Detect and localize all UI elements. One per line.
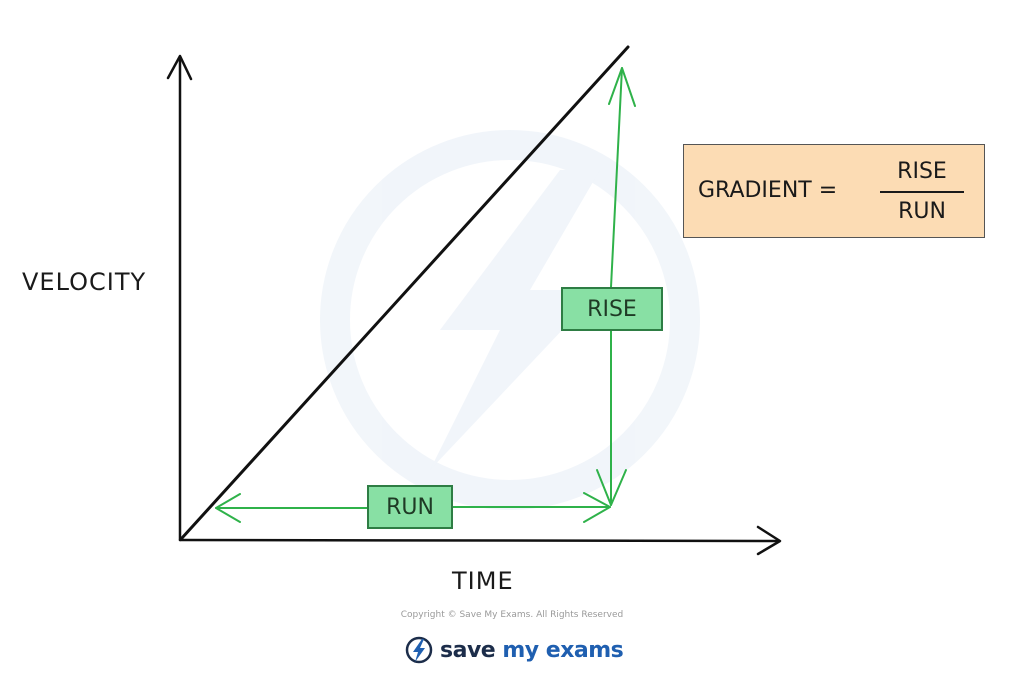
run-arrowhead-right-icon [583, 492, 611, 523]
x-axis [178, 538, 780, 543]
logo-text: save my exams [440, 637, 624, 663]
x-axis-label: TIME [452, 567, 514, 595]
run-arrowhead-left-icon [215, 493, 241, 523]
axes [166, 54, 782, 556]
y-axis-arrow-icon [166, 54, 193, 81]
y-axis-label: VELOCITY [22, 268, 147, 296]
rise-arrowhead-top-icon [608, 67, 636, 107]
run-label: RUN [386, 494, 434, 520]
formula-fraction: RISE RUN [880, 157, 964, 227]
logo-text-myexams: my exams [502, 637, 624, 663]
formula-lhs: GRADIENT = [698, 178, 838, 203]
copyright-notice: Copyright © Save My Exams. All Rights Re… [400, 610, 624, 620]
rise-arrow [596, 67, 636, 506]
x-axis-arrow-icon [756, 525, 782, 556]
rise-label-box: RISE [561, 287, 663, 331]
logo-text-save: save [440, 637, 503, 663]
run-label-box: RUN [367, 485, 453, 529]
save-my-exams-logo[interactable]: save my exams [404, 632, 624, 668]
gradient-formula-box: GRADIENT = RISE RUN [683, 144, 985, 238]
formula-numerator: RISE [897, 159, 947, 184]
fraction-bar [880, 191, 964, 193]
rise-label: RISE [587, 296, 637, 322]
formula-denominator: RUN [898, 199, 946, 224]
watermark-icon [320, 130, 700, 510]
lightning-bolt-circle-icon [405, 636, 433, 664]
rise-arrowhead-bottom-icon [596, 469, 627, 506]
velocity-line [180, 45, 630, 540]
run-arrow [215, 492, 611, 523]
